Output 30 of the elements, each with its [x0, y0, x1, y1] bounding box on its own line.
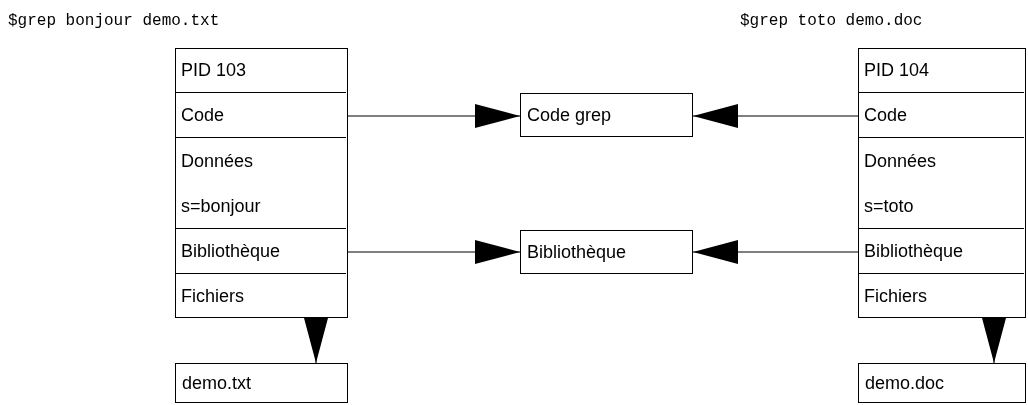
arrow — [982, 317, 1006, 364]
process-box — [858, 48, 1026, 318]
cell-text: Code grep — [527, 104, 613, 127]
arrow — [347, 240, 521, 264]
cell-text: PID 103 — [181, 59, 248, 82]
cell-text: Fichiers — [864, 285, 928, 308]
arrow — [347, 104, 521, 128]
box — [175, 363, 348, 403]
cell-text: Bibliothèque — [864, 240, 965, 263]
cell-text: Bibliothèque — [527, 241, 628, 264]
process-box — [175, 48, 348, 318]
cell-text: s=toto — [864, 194, 915, 218]
cell-text: Données — [181, 149, 255, 173]
cell-text: demo.doc — [865, 372, 946, 395]
arrow — [692, 240, 859, 264]
cell-text: demo.txt — [182, 372, 253, 395]
cell-text: Code — [181, 104, 226, 127]
cell-text: Données — [864, 149, 938, 173]
cell-text: Code — [864, 104, 909, 127]
command-text: $grep bonjour demo.txt — [8, 12, 220, 30]
cell-text: Bibliothèque — [181, 240, 282, 263]
cell-text: s=bonjour — [181, 194, 262, 218]
box — [858, 363, 1026, 403]
box — [520, 230, 693, 274]
arrow — [692, 104, 859, 128]
box — [520, 93, 693, 137]
command-text: $grep toto demo.doc — [740, 12, 923, 30]
cell-text: Fichiers — [181, 285, 245, 308]
cell-text: PID 104 — [864, 59, 931, 82]
arrow — [304, 317, 328, 364]
